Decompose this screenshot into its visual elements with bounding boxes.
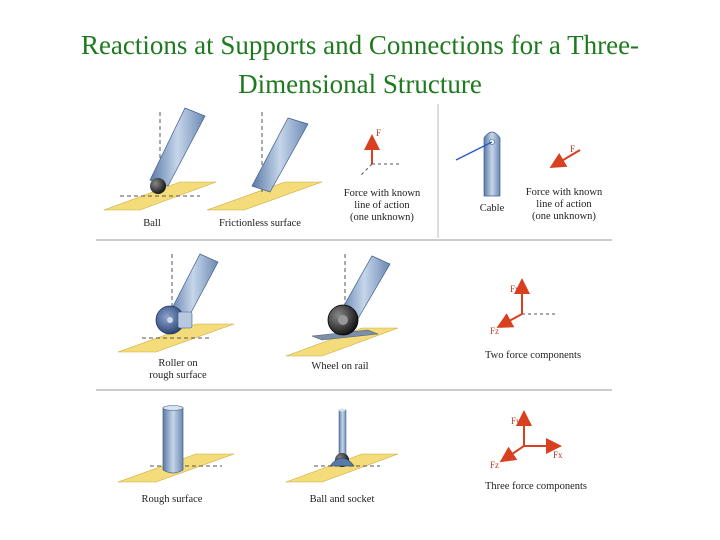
frictionless-surface-support [206, 112, 323, 211]
ball-support [103, 107, 217, 211]
label-reaction-cable: Force with known line of action (one unk… [526, 187, 602, 223]
force-components-three [499, 410, 562, 463]
reaction-row1-line-1: Force with known [343, 188, 421, 199]
reaction-cable-line-2: line of action [536, 199, 592, 210]
page-title-line-1: Reactions at Supports and Connections fo… [80, 30, 640, 60]
label-force-fy-row2: Fy [510, 284, 520, 294]
label-force-f-row1: F [376, 128, 382, 138]
force-components-two [496, 278, 558, 328]
label-cable: Cable [479, 203, 505, 214]
label-force-fz-row3: Fz [490, 460, 499, 470]
rough-surface-support [117, 405, 235, 483]
label-frictionless-surface: Frictionless surface [219, 218, 301, 229]
reaction-cable-line-3: (one unknown) [532, 211, 596, 222]
roller-line-2: rough surface [149, 370, 207, 381]
label-ball: Ball [143, 218, 161, 229]
reaction-row1-line-2: line of action [354, 200, 410, 211]
ball-and-socket-support [285, 408, 399, 483]
page-title-line-2: Dimensional Structure [238, 69, 482, 99]
force-arrow-f-row1 [359, 134, 402, 177]
label-force-f-cable: F [570, 144, 576, 154]
label-reaction-row3: Three force components [484, 481, 588, 492]
reaction-cable-line-1: Force with known [525, 187, 603, 198]
reaction-row1-line-3: (one unknown) [350, 212, 414, 223]
roller-line-1: Roller on [158, 358, 198, 369]
label-force-fx-row3: Fx [553, 450, 563, 460]
label-reaction-row2: Two force components [484, 350, 582, 361]
wheel-on-rail-support [285, 254, 399, 357]
label-force-fz-row2: Fz [490, 326, 499, 336]
cable-support [455, 131, 501, 197]
label-wheel-on-rail: Wheel on rail [311, 361, 369, 372]
force-arrow-f-cable [549, 149, 581, 169]
label-rough-surface: Rough surface [141, 494, 203, 505]
page-title: Reactions at Supports and Connections fo… [0, 26, 720, 104]
label-force-fy-row3: Fy [511, 416, 521, 426]
label-ball-and-socket: Ball and socket [309, 494, 375, 505]
roller-rough-surface-support [117, 253, 235, 353]
label-reaction-row1: Force with known line of action (one unk… [344, 188, 420, 224]
label-roller-rough-surface: Roller on rough surface [149, 358, 206, 382]
